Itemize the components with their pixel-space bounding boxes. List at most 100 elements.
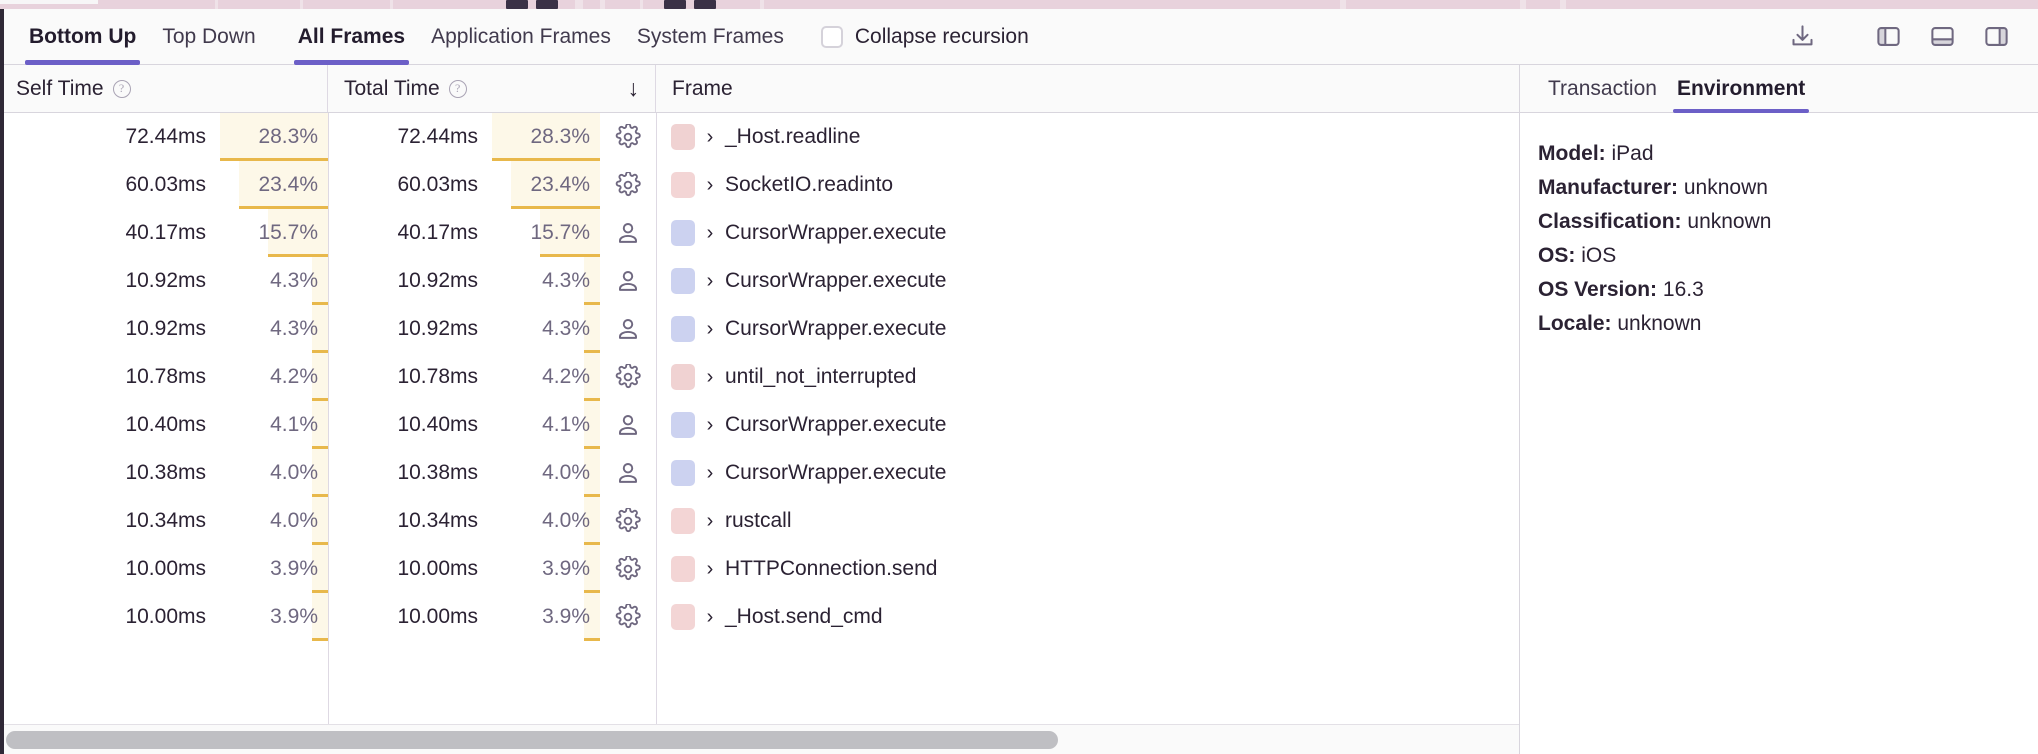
frame-cell[interactable]: ›_Host.readline (656, 113, 1519, 161)
gear-icon[interactable] (600, 161, 656, 209)
environment-value: iPad (1611, 142, 1654, 165)
gear-icon[interactable] (600, 593, 656, 641)
expand-chevron-icon[interactable]: › (706, 318, 714, 340)
total-percent-cell: 28.3% (492, 113, 600, 161)
total-time-value: 72.44ms (397, 125, 478, 148)
tab-transaction[interactable]: Transaction (1538, 65, 1667, 113)
flamegraph-gap (0, 0, 98, 4)
frame-cell[interactable]: › _Host.send_cmd (656, 593, 1519, 641)
person-icon[interactable] (600, 257, 656, 305)
flamegraph-strip[interactable] (0, 0, 2038, 9)
percent-label: 23.4% (530, 173, 590, 196)
expand-chevron-icon[interactable]: › (706, 126, 714, 148)
tab-system-frames[interactable]: System Frames (624, 9, 797, 65)
person-icon[interactable] (600, 209, 656, 257)
total-percent-cell: 23.4% (492, 161, 600, 209)
flamegraph-tick (300, 0, 303, 9)
frame-cell[interactable]: ›SocketIO.readinto (656, 161, 1519, 209)
environment-value: unknown (1687, 210, 1772, 233)
frame-cell[interactable]: ›CursorWrapper.execute (656, 449, 1519, 497)
collapse-recursion-checkbox[interactable] (820, 25, 843, 48)
expand-chevron-icon[interactable]: › (706, 366, 714, 388)
help-icon[interactable]: ? (448, 79, 467, 98)
gear-icon[interactable] (600, 545, 656, 593)
flamegraph-block[interactable] (536, 0, 558, 9)
percent-bg (312, 257, 328, 305)
tab-environment[interactable]: Environment (1667, 65, 1815, 113)
self-time-value: 10.92ms (125, 317, 206, 340)
tab-all-frames[interactable]: All Frames (285, 9, 418, 65)
frame-cell[interactable]: › CursorWrapper.execute (656, 257, 1519, 305)
self-percent-cell: 15.7% (220, 209, 328, 257)
download-icon[interactable] (1780, 15, 1824, 59)
expand-chevron-icon[interactable]: › (706, 270, 714, 292)
column-header-self-time-label: Self Time (16, 76, 104, 100)
column-header-total-time[interactable]: Total Time ? ↓ (328, 65, 656, 112)
flamegraph-block[interactable] (506, 0, 528, 9)
help-icon[interactable]: ? (112, 79, 131, 98)
percent-label: 3.9% (270, 557, 318, 580)
sort-descending-icon[interactable]: ↓ (627, 75, 640, 101)
flamegraph-block[interactable] (694, 0, 716, 9)
expand-chevron-icon[interactable]: › (706, 222, 714, 244)
left-panel-icon[interactable] (1866, 15, 1910, 59)
self-percent-cell: 3.9% (220, 545, 328, 593)
right-panel-icon[interactable] (1974, 15, 2018, 59)
total-percent-cell: 4.3% (492, 257, 600, 305)
flamegraph-block[interactable] (664, 0, 686, 9)
person-icon[interactable] (600, 305, 656, 353)
column-header-self-time[interactable]: Self Time ? (0, 65, 328, 112)
person-icon[interactable] (600, 401, 656, 449)
expand-chevron-icon[interactable]: › (706, 510, 714, 532)
percent-bg (584, 257, 600, 305)
expand-chevron-icon[interactable]: › (706, 606, 714, 628)
frame-cell[interactable]: ›rustcall (656, 497, 1519, 545)
gear-icon[interactable] (600, 113, 656, 161)
frame-cell[interactable]: ›CursorWrapper.execute (656, 209, 1519, 257)
collapse-recursion-toggle[interactable]: Collapse recursion (811, 25, 1039, 49)
frame-cell[interactable]: ›HTTPConnection.send (656, 545, 1519, 593)
total-time-value: 10.92ms (397, 269, 478, 292)
toolbar-actions (1780, 15, 2038, 59)
total-time-value: 10.00ms (397, 557, 478, 580)
frame-name: CursorWrapper.execute (725, 269, 947, 292)
frame-cell[interactable]: ›CursorWrapper.execute (656, 305, 1519, 353)
total-percent-cell: 3.9% (492, 593, 600, 641)
tab-top-down[interactable]: Top Down (149, 9, 268, 65)
total-time-value: 40.17ms (397, 221, 478, 244)
person-icon[interactable] (600, 449, 656, 497)
frame-cell[interactable]: ›CursorWrapper.execute (656, 401, 1519, 449)
gear-icon[interactable] (600, 353, 656, 401)
expand-chevron-icon[interactable]: › (706, 174, 714, 196)
column-header-frame[interactable]: Frame (656, 65, 1519, 112)
percent-bar (584, 638, 600, 641)
expand-chevron-icon[interactable]: › (706, 558, 714, 580)
percent-bg (312, 545, 328, 593)
frame-cell[interactable]: ›until_not_interrupted (656, 353, 1519, 401)
percent-label: 28.3% (258, 125, 318, 148)
expand-chevron-icon[interactable]: › (706, 462, 714, 484)
gear-icon[interactable] (600, 497, 656, 545)
tab-application-frames[interactable]: Application Frames (418, 9, 624, 65)
bottom-panel-icon[interactable] (1920, 15, 1964, 59)
frame-name: _Host.send_cmd (725, 605, 883, 628)
scrollbar-thumb[interactable] (6, 731, 1058, 749)
horizontal-scrollbar[interactable] (0, 724, 1519, 754)
tab-bottom-up[interactable]: Bottom Up (16, 9, 149, 65)
expand-chevron-icon[interactable]: › (706, 414, 714, 436)
self-time-value: 10.38ms (125, 461, 206, 484)
